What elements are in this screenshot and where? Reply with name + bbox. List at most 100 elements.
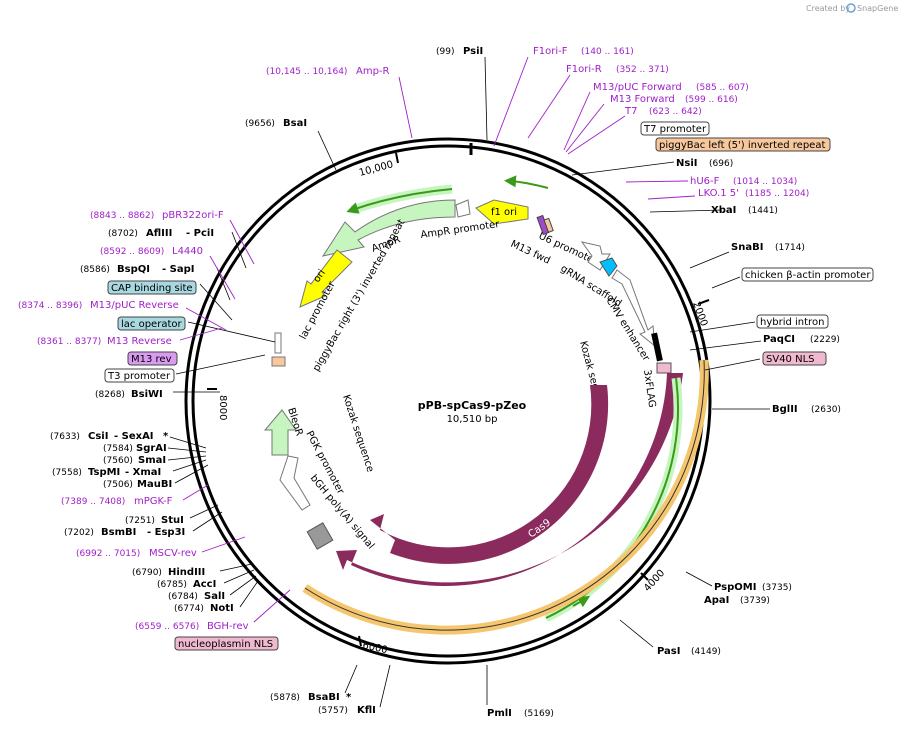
site-bspq-name2: - SapI [162,264,194,275]
ampr-green-arrow [346,188,453,214]
nucleoplasmin-nls-box [174,636,279,651]
primer-m13f-name: M13 Forward [610,94,675,105]
site-xba-pos: (1441) [748,206,778,216]
primer-ampr-pos: (10,145 .. 10,164) [266,67,347,77]
piggybac-left-box [655,137,831,152]
primer-hu6-name: hU6-F [690,176,720,187]
pgk-promoter-arrow [279,455,311,511]
site-xba-name: XbaI [711,205,736,216]
ampr-promoter-label: AmpR promoter [420,219,501,241]
piggybac-right-box [271,356,286,367]
site-stu-name: StuI [161,515,184,526]
primer-mpgk-name: mPGK-F [134,496,173,507]
m13-rev-box [127,351,178,366]
site-csi-star: * [163,431,169,442]
t3-promoter-box [104,368,175,383]
primer-ampr-name: Amp-R [356,66,390,77]
ampr-arrow [321,199,456,257]
site-pas-name: PasI [657,646,680,657]
primer-m13pucrev-name: M13/pUC Reverse [90,300,179,311]
site-apa-name: ApaI [704,595,729,606]
site-sma-name: SmaI [138,455,166,466]
site-not-name: NotI [210,603,234,614]
site-hind-name: HindIII [168,567,205,578]
bleor-arrow [263,409,297,456]
site-kfl-pos: (5757) [318,706,348,716]
site-mau-name: MauBI [137,479,172,490]
primer-m13rev-name: M13 Reverse [107,336,172,347]
site-paqc-name: PaqCI [763,334,795,345]
m13-rev-text: M13 rev [131,354,172,365]
tick-label-6000: 6000 [361,640,388,656]
site-pspom-pos: (3735) [762,583,792,593]
site-bspq-name: BspQI [117,264,150,275]
site-tspm-name: TspMI [88,467,120,478]
site-bsmb-name: BsmBI [101,527,136,538]
site-bgl-pos: (2630) [811,405,841,415]
primer-m13puc-name: M13/pUC Forward [593,82,682,93]
primer-hu6-pos: (1014 .. 1034) [733,177,797,187]
site-bsa-pos: (9656) [245,119,275,129]
tick-2000 [697,299,710,305]
primer-pbr-name: pBR322ori-F [162,210,224,221]
site-bsiw-name: BsiWI [131,389,163,400]
site-sgra-name: SgrAI [136,443,167,454]
backbone-outer [184,137,712,665]
t3-promoter-text: T3 promoter [107,371,171,382]
orange-band-line [304,359,705,631]
site-nsi-pos: (696) [709,159,733,169]
t7-promoter-box [640,121,710,136]
primer-l4440-name: L4440 [172,246,203,257]
site-bsmb-pos: (7202) [64,528,94,538]
site-apa-pos: (3739) [740,596,770,606]
lac-operator-text: lac operator [121,319,182,330]
nucleoplasmin-nls-text: nucleoplasmin NLS [178,639,273,650]
primer-m13puc-pos: (585 .. 607) [696,83,749,93]
ori-arrow [299,249,353,308]
piggybac-left-text: piggyBac left (5') inverted repeat [659,140,825,151]
primer-bgh-name: BGH-rev [207,621,249,632]
primer-l4440-pos: (8592 .. 8609) [100,247,164,257]
site-csi-name: CsiI [88,431,108,442]
top-green-arrow [504,175,549,189]
sv40-nls-text: SV40 NLS [766,354,815,365]
primer-m13rev-pos: (8361 .. 8377) [37,337,101,347]
site-mau-pos: (7506) [103,480,133,490]
cas9-inner-arrow [370,385,609,564]
3xflag-label: 3xFLAG [641,369,657,408]
primer-mscv-name: MSCV-rev [149,548,197,559]
site-bspq-pos: (8586) [80,265,110,275]
site-afl-pos: (8702) [108,229,138,239]
hybrid-intron-text: hybrid intron [760,317,824,328]
tick-6000 [358,635,362,647]
primer-mscv-pos: (6992 .. 7015) [76,549,140,559]
site-bsiw-pos: (8268) [95,390,125,400]
site-bsmb-name2: - Esp3I [147,527,185,538]
primer-t7-name: T7 [624,106,637,117]
site-sgra-pos: (7584) [103,444,133,454]
cba-promoter-text: chicken β-actin promoter [745,270,871,281]
site-nsi-name: NsiI [676,158,697,169]
site-tspm-name2: - XmaI [125,467,161,478]
cas9-outer-label: Cas9 [550,569,577,589]
site-kfl-name: KflI [357,705,376,716]
tick-4000 [640,572,649,581]
site-afl-name2: - PciI [186,228,214,239]
t7-box [543,217,554,233]
3xflag-box [656,362,672,374]
kozak-sequence-label-2: Kozak sequence [340,394,375,474]
primer-f1orir-pos: (352 .. 371) [616,65,669,75]
cap-binding-text: CAP binding site [111,283,193,294]
site-snab-name: SnaBI [731,242,763,253]
sv40-nls-box [762,351,827,366]
site-acc-pos: (6785) [157,580,187,590]
site-sma-pos: (7560) [103,456,133,466]
t7-promoter-text: T7 promoter [643,124,707,135]
site-pml-pos: (5169) [524,709,554,719]
kozak-marker [651,332,663,362]
site-bsab-name: BsaBI [308,692,340,703]
tick-10000 [395,152,399,164]
site-bgl-name: BglII [772,404,798,415]
site-bsab-star: * [346,692,352,703]
site-not-pos: (6774) [174,604,204,614]
